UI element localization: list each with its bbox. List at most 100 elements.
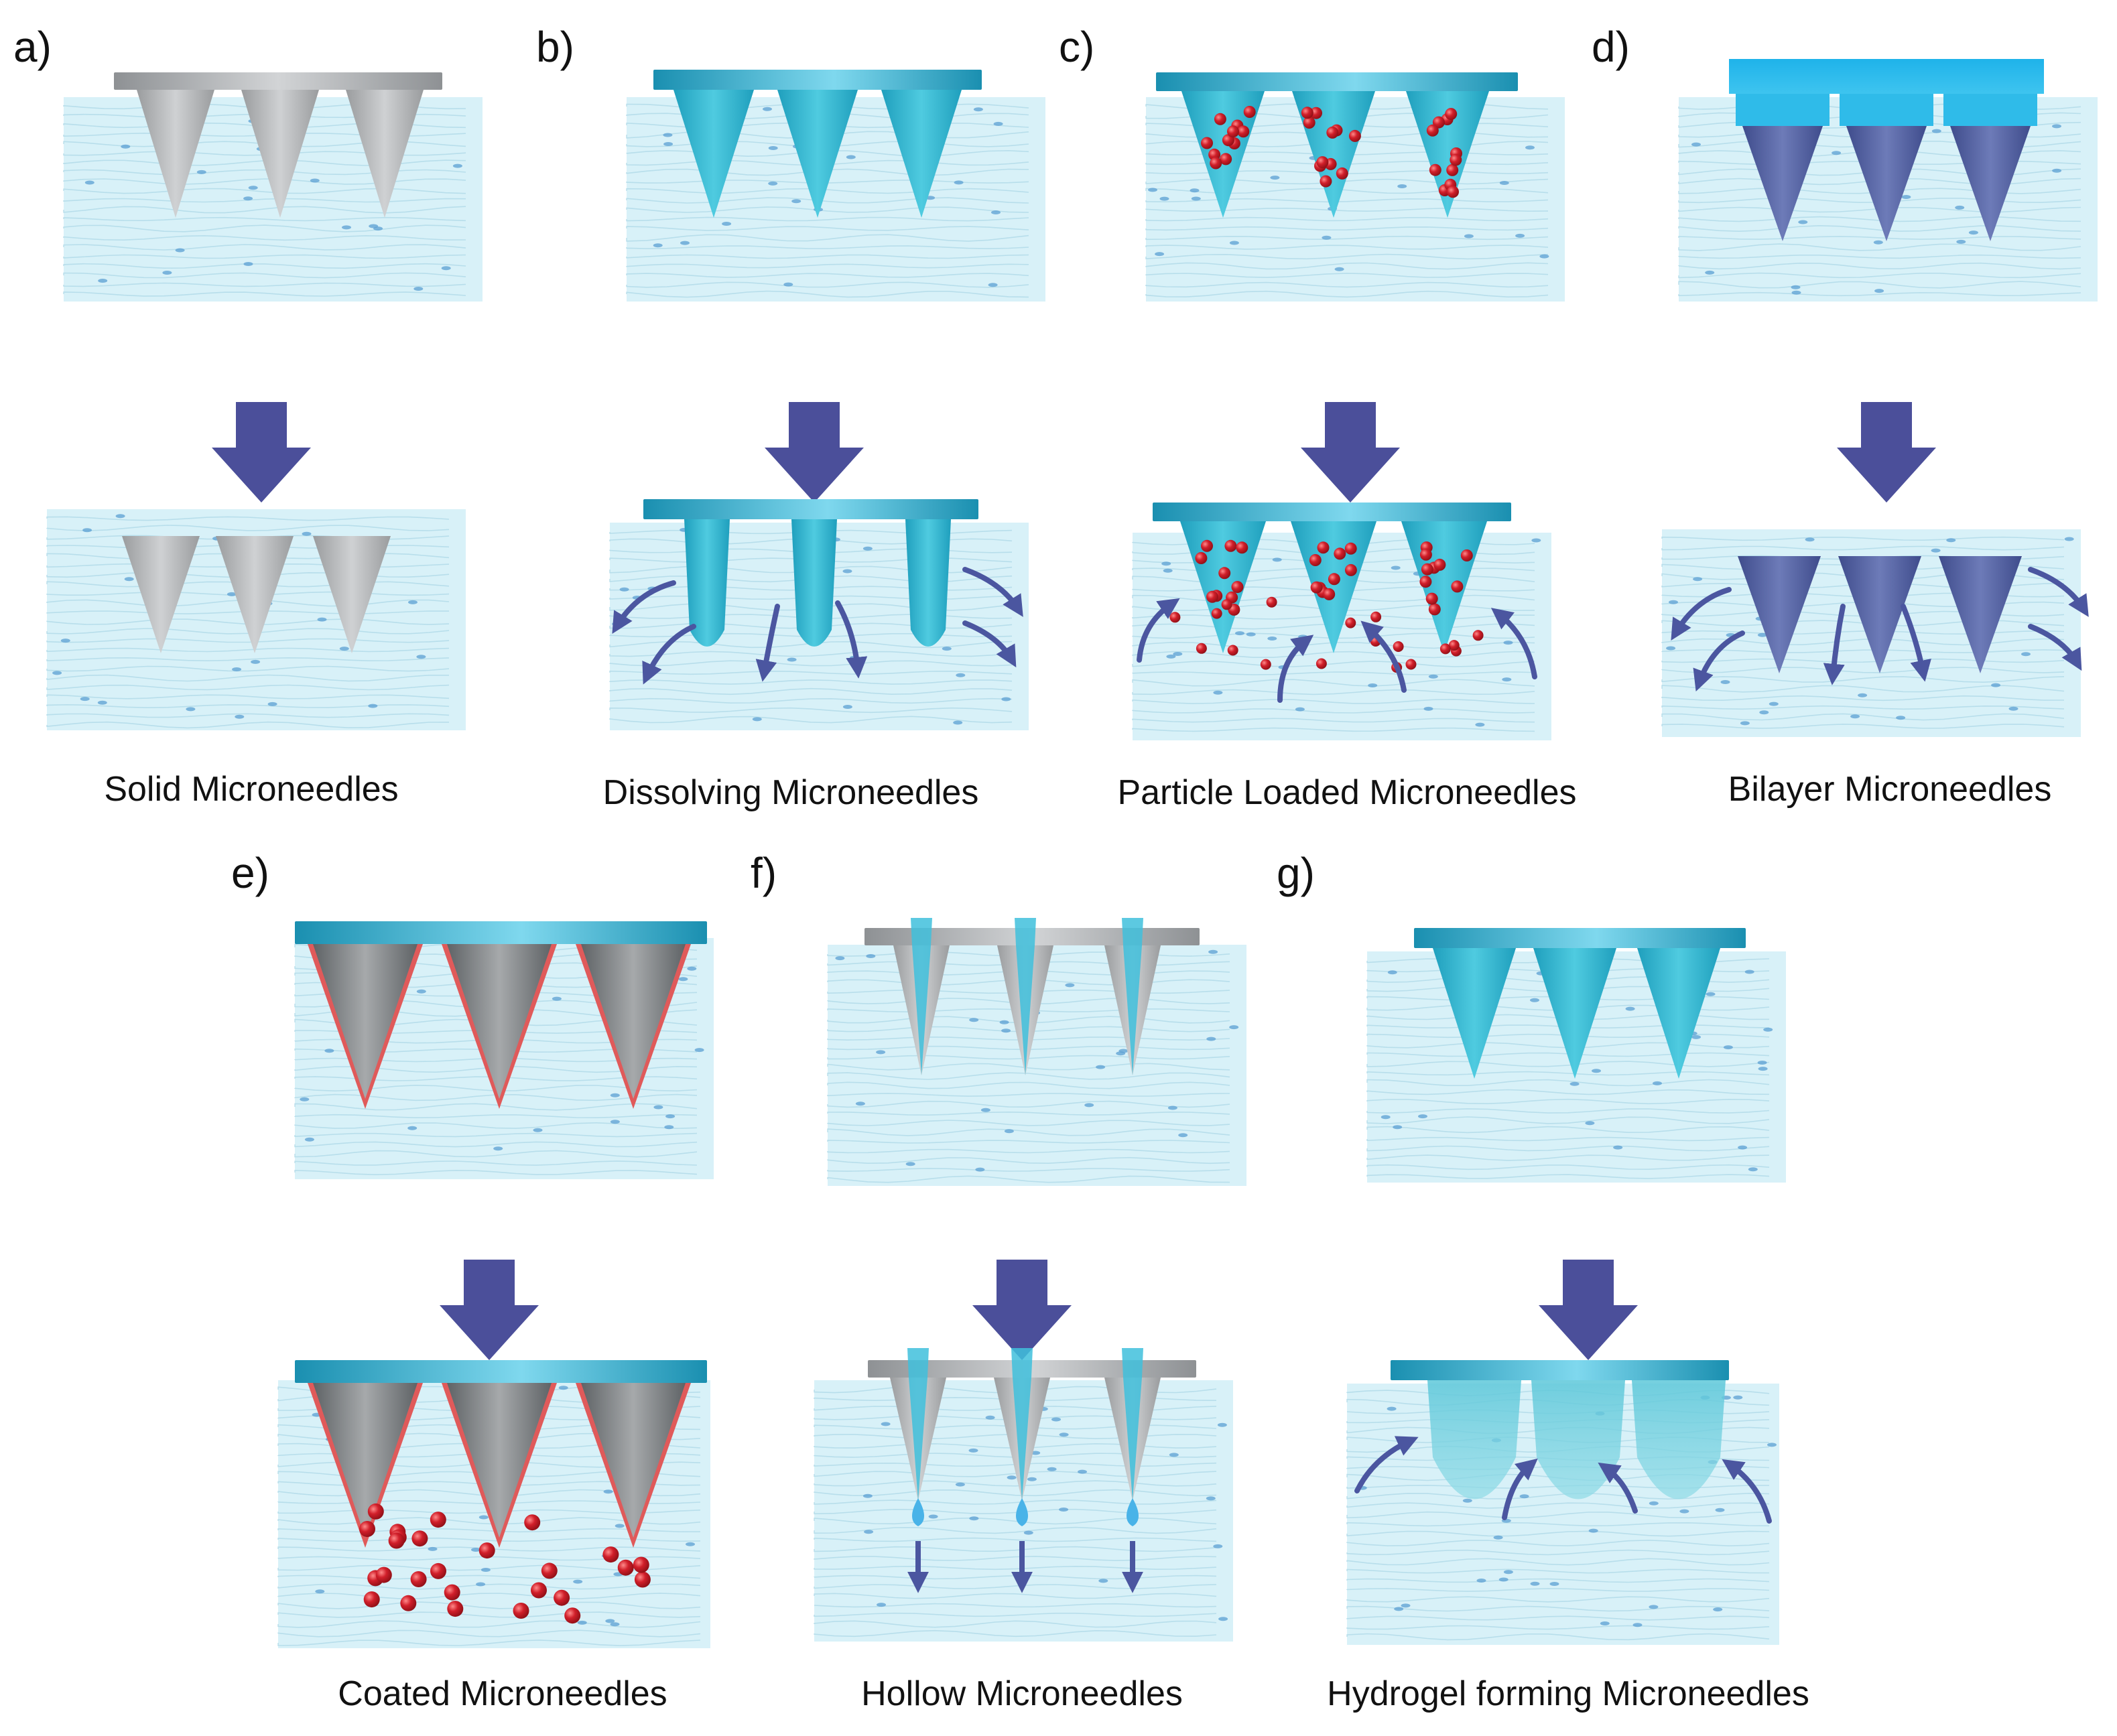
skin-fiber <box>1346 1502 1770 1509</box>
skin-fiber <box>827 1175 1230 1183</box>
skin-fiber <box>1366 1052 1770 1057</box>
skin-cell <box>1515 233 1525 238</box>
drug-particle <box>1201 539 1213 552</box>
skin-fiber <box>1661 705 2065 710</box>
skin-cell <box>60 639 70 643</box>
skin-cell <box>1217 1422 1227 1427</box>
skin-cell <box>1649 1501 1659 1506</box>
skin-fiber <box>1145 273 1549 278</box>
skin-fiber <box>814 1443 1217 1449</box>
drug-particle <box>1336 167 1348 180</box>
skin-cell <box>680 241 690 245</box>
skin-cell <box>1723 1045 1733 1050</box>
skin-fiber <box>1661 724 2065 729</box>
skin-cell <box>610 1120 620 1124</box>
skin-fiber <box>1678 281 2081 289</box>
skin-cell <box>1896 716 1906 720</box>
skin-cell <box>928 1514 938 1519</box>
skin-fiber <box>294 1122 698 1130</box>
skin-cell <box>476 1582 486 1587</box>
down-arrow-icon <box>1301 402 1400 503</box>
drug-particle <box>1328 573 1340 586</box>
skin-fiber <box>814 1462 1217 1467</box>
skin-fiber <box>827 1093 1230 1097</box>
skin-fiber <box>1366 1145 1770 1152</box>
skin-cell <box>1148 188 1157 192</box>
skin-cell <box>1213 690 1223 695</box>
panel-solid: a)Solid Microneedles <box>13 23 483 809</box>
skin-cell <box>315 1589 325 1594</box>
skin-fiber <box>626 281 1029 288</box>
skin-cell <box>317 617 327 622</box>
base-plate <box>1391 1360 1729 1380</box>
skin-fiber <box>46 618 450 625</box>
skin-fiber <box>814 1508 1217 1515</box>
skin-cell <box>763 107 772 111</box>
drug-particle <box>633 1556 649 1573</box>
skin-cell <box>1423 706 1433 711</box>
skin-fiber <box>626 263 1029 269</box>
diffusion-arrow-icon <box>1598 1462 1638 1514</box>
skin-cell <box>368 704 378 708</box>
skin-fiber <box>63 244 466 251</box>
diffusion-arrow-icon <box>835 600 868 679</box>
diffusion-arrow-icon <box>1671 587 1732 641</box>
skin-cell <box>1791 285 1801 289</box>
drug-particle <box>1451 580 1464 593</box>
skin-cell <box>471 1548 480 1552</box>
skin-fiber <box>1132 689 1535 695</box>
drug-particle <box>1169 612 1181 623</box>
skin-fiber <box>814 1517 1217 1525</box>
skin-fiber <box>827 1063 1230 1071</box>
skin-cell <box>610 1622 620 1627</box>
skin-cell <box>1955 205 1965 210</box>
skin-cell <box>1679 1509 1689 1514</box>
skin-cell <box>1530 998 1539 1002</box>
skin-fiber <box>827 1156 1230 1164</box>
skin-cell <box>115 514 125 519</box>
skin-cell <box>1397 184 1407 188</box>
skin-fiber <box>1132 727 1535 732</box>
skin-cell <box>227 592 237 596</box>
skin-fiber <box>277 1629 701 1638</box>
drug-particle <box>531 1582 547 1599</box>
bilayer-needle-tip <box>1939 556 2022 673</box>
skin-fiber <box>609 697 1013 704</box>
drug-particle <box>617 1559 634 1576</box>
skin-cell <box>1763 1027 1773 1032</box>
skin-cell <box>665 1114 676 1119</box>
skin-fiber <box>63 282 466 287</box>
skin-cell <box>1649 1605 1659 1609</box>
skin-cell <box>1206 1037 1216 1041</box>
diffusion-arrow-icon <box>962 567 1023 617</box>
skin-fiber <box>277 1611 701 1618</box>
skin-fiber <box>1132 671 1535 675</box>
skin-cell <box>985 1415 995 1420</box>
panel-bilayer: d)Bilayer Microneedles <box>1592 23 2098 809</box>
skin-cell <box>694 1048 704 1053</box>
skin-cell <box>196 170 206 174</box>
skin-fiber <box>294 1169 698 1176</box>
skin-cell <box>862 546 873 551</box>
skin-cell <box>1625 1006 1635 1011</box>
skin-fiber <box>827 1128 1230 1136</box>
arrow-head <box>765 448 864 503</box>
skin-fiber <box>46 721 450 729</box>
down-arrow-icon <box>1837 402 1936 503</box>
skin-fiber <box>1678 272 2081 279</box>
skin-cell <box>1169 1453 1179 1457</box>
bilayer-needle-tip <box>1838 556 1921 673</box>
arrow-shaft <box>464 1260 515 1307</box>
skin-fiber <box>1366 1098 1770 1105</box>
drug-particle <box>1472 630 1484 641</box>
skin-cell <box>993 121 1003 126</box>
skin-fiber <box>814 1629 1217 1638</box>
skin-fiber <box>626 245 1029 249</box>
skin-cell <box>1585 1121 1595 1126</box>
panel-caption: Hydrogel forming Microneedles <box>1327 1674 1809 1713</box>
skin-cell <box>1007 1475 1017 1480</box>
panel-letter: c) <box>1059 23 1094 71</box>
skin-fiber <box>1346 1633 1770 1641</box>
down-arrow-icon <box>1539 1260 1638 1360</box>
drug-particle <box>1236 541 1248 554</box>
